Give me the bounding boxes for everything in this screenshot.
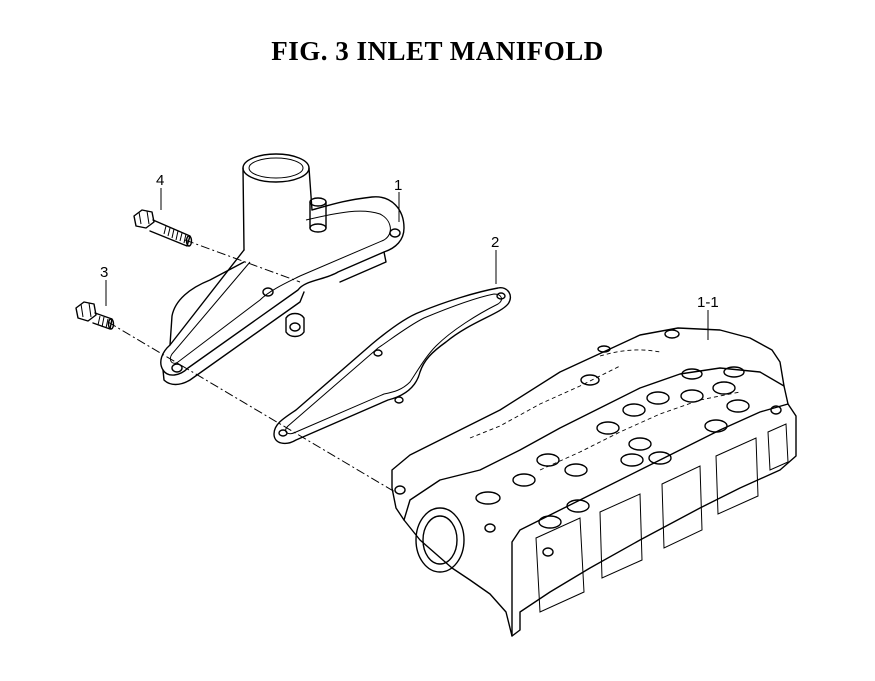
callout-1-1-label: 1-1 <box>697 294 719 311</box>
assembly-centerlines <box>107 239 396 493</box>
callout-2-label: 2 <box>491 234 499 251</box>
figure-title: FIG. 3 INLET MANIFOLD <box>271 36 604 66</box>
bolt-short <box>75 301 115 330</box>
inlet-manifold <box>160 153 405 386</box>
callout-4-label: 4 <box>156 172 164 189</box>
gasket <box>273 287 512 445</box>
cylinder-head <box>391 327 797 637</box>
bolt-long <box>133 209 193 247</box>
callout-leaders <box>105 188 709 340</box>
callout-1-label: 1 <box>394 177 402 194</box>
callout-3-label: 3 <box>100 264 108 281</box>
